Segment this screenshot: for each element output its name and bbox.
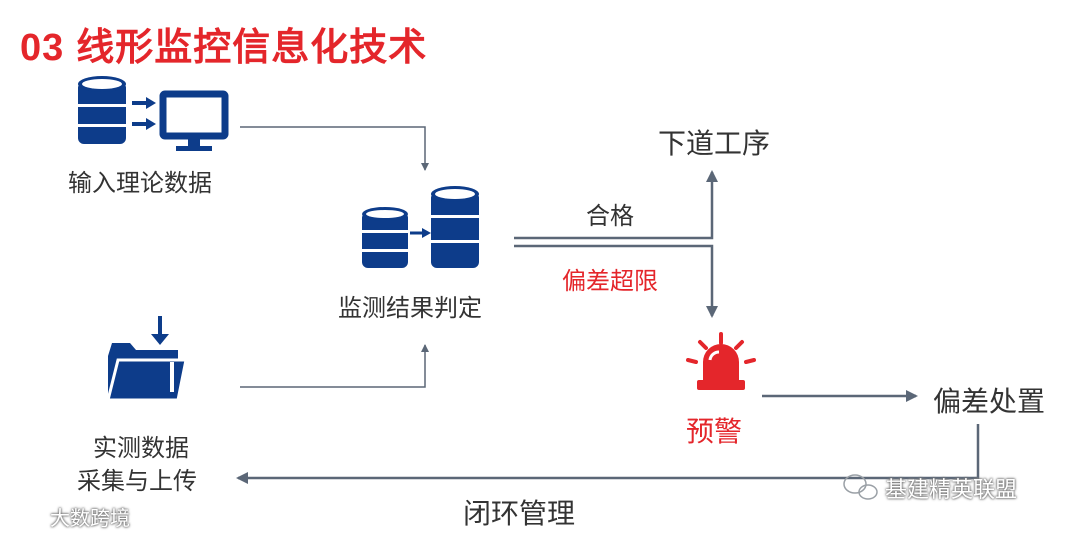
database-small-icon: [362, 207, 408, 268]
node-collect-line1: 实测数据: [93, 434, 189, 462]
connector-collect-judge: [240, 344, 429, 388]
wechat-icon: [843, 474, 878, 500]
page-title: 03 线形监控信息化技术: [20, 16, 427, 71]
label-closed-loop: 闭环管理: [463, 497, 576, 530]
database-large-icon: [431, 186, 479, 268]
transfer-arrows-icon: [132, 97, 156, 130]
label-over-limit: 偏差超限: [562, 267, 658, 295]
title-number: 03: [20, 27, 65, 69]
title-text: 线形监控信息化技术: [76, 25, 428, 69]
node-input-data: 输入理论数据: [68, 169, 212, 197]
node-next-process: 下道工序: [658, 127, 771, 160]
database-icon: [78, 76, 126, 144]
connector-over-limit: [514, 244, 718, 318]
watermark-left-logo: [13, 505, 43, 523]
connector-loop: [236, 424, 980, 484]
connector-pass: [514, 170, 718, 240]
label-pass: 合格: [586, 202, 634, 230]
folder-download-icon: [106, 316, 188, 402]
watermark-left: 大数跨境: [50, 506, 130, 530]
connector-input-judge: [240, 126, 429, 171]
node-judge: 监测结果判定: [338, 294, 482, 322]
transfer-arrow-icon: [410, 228, 431, 238]
watermark-right: 基建精英联盟: [885, 478, 1018, 503]
alarm-icon: [686, 332, 756, 390]
node-deviation-handling: 偏差处置: [933, 385, 1046, 418]
node-warning: 预警: [686, 415, 743, 448]
monitor-icon: [159, 90, 229, 151]
node-collect-line2: 采集与上传: [77, 467, 197, 495]
